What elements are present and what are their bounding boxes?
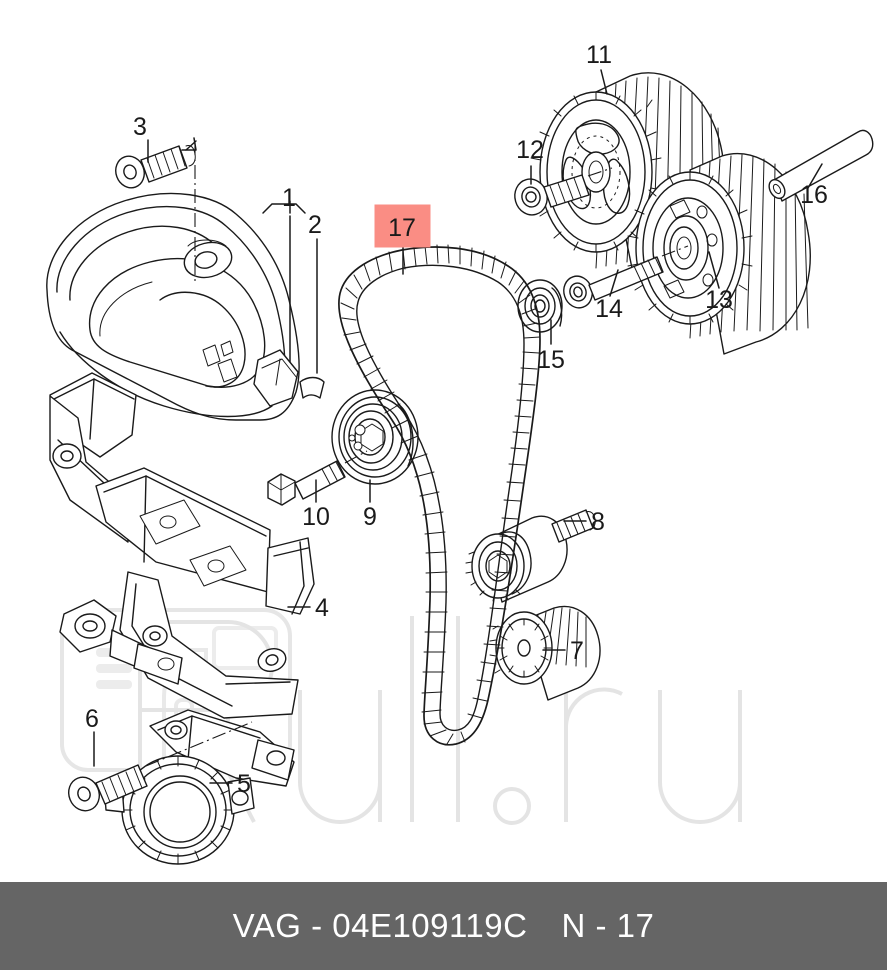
callout-4: 4 bbox=[315, 594, 329, 622]
callout-11: 11 bbox=[586, 41, 612, 69]
part-upper-timing-cover bbox=[46, 192, 300, 421]
highlight-callout-17[interactable]: 17 bbox=[374, 204, 431, 248]
footer-section-number: N - 17 bbox=[561, 907, 655, 944]
callout-14: 14 bbox=[595, 295, 623, 323]
callout-numbers: 3 1 2 11 12 16 13 14 15 10 9 8 7 4 5 6 bbox=[85, 41, 828, 798]
part-sprocket-bolt-short bbox=[514, 167, 613, 216]
part-crankshaft-sprocket bbox=[489, 605, 601, 701]
part-sprocket-bolt-long bbox=[563, 245, 689, 309]
part-roller-bolt bbox=[267, 450, 368, 506]
footer-caption: VAG - 04E109119C N - 17 bbox=[233, 907, 655, 945]
callout-2: 2 bbox=[308, 211, 322, 239]
callout-3: 3 bbox=[133, 113, 147, 141]
part-guide-pulley bbox=[465, 509, 596, 603]
diagram-canvas: .ln { fill:none; stroke:#1a1a1a; stroke-… bbox=[46, 41, 874, 865]
part-cover-bolt bbox=[115, 145, 196, 189]
callout-12: 12 bbox=[516, 136, 544, 164]
part-sealing-washer bbox=[517, 279, 563, 333]
callout-17-label: 17 bbox=[388, 214, 416, 242]
footer-bar: VAG - 04E109119C N - 17 bbox=[0, 882, 887, 970]
part-tensioning-roller bbox=[331, 389, 419, 485]
part-timing-belt bbox=[338, 244, 541, 746]
part-cover-clip bbox=[299, 376, 325, 399]
highlight-box[interactable] bbox=[374, 204, 431, 248]
callout-5: 5 bbox=[237, 770, 251, 798]
callout-15: 15 bbox=[537, 346, 565, 374]
part-camshaft-sprocket-intake bbox=[530, 72, 725, 279]
callout-16: 16 bbox=[800, 181, 828, 209]
part-rear-timing-guard bbox=[49, 372, 315, 719]
callout-9: 9 bbox=[363, 503, 377, 531]
exploded-parts-drawing: .ln { fill:none; stroke:#1a1a1a; stroke-… bbox=[46, 41, 874, 865]
callout-8: 8 bbox=[591, 508, 605, 536]
part-tensioner-bolt bbox=[68, 721, 253, 812]
callout-10: 10 bbox=[302, 503, 330, 531]
callout-leaders bbox=[93, 69, 823, 784]
callout-7: 7 bbox=[570, 637, 584, 665]
part-camshaft-sprocket-exhaust bbox=[627, 152, 811, 355]
footer-part-number: VAG - 04E109119C bbox=[232, 907, 528, 944]
part-belt-tensioner bbox=[103, 709, 295, 865]
callout-13: 13 bbox=[705, 286, 733, 314]
callout-1: 1 bbox=[282, 184, 296, 212]
part-dowel-pin bbox=[768, 129, 874, 202]
callout-6: 6 bbox=[85, 705, 99, 733]
